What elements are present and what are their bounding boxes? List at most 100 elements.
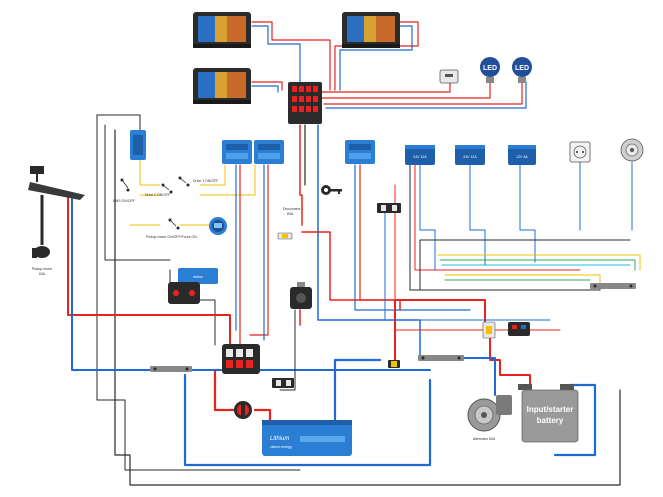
drive2-switch-label: Drive 2 ON/OFF — [145, 193, 170, 197]
wire-conv1-blue — [419, 164, 436, 271]
wire-fuse-red — [299, 124, 303, 226]
shunt-1 — [377, 203, 401, 213]
converter-24v-2: 24V 12A — [455, 145, 485, 165]
wire-red-to-alt — [394, 299, 486, 366]
smart-bms — [130, 130, 146, 160]
wire-bus-yellow — [437, 254, 641, 271]
wire-motor-blue — [71, 194, 151, 371]
wire-plotter2-red — [334, 21, 419, 91]
shunt-2 — [272, 378, 294, 388]
converter-24v-1: 24V 12A — [405, 145, 435, 165]
wire-bus-yellow2 — [444, 274, 601, 286]
busbar-left — [150, 366, 192, 372]
trolling-motor — [28, 166, 85, 258]
chartplotter-1 — [193, 12, 251, 48]
led-2-label: LED — [515, 65, 529, 72]
wire-bus-black-bottom — [419, 239, 631, 291]
wire-black-left-1 — [96, 114, 141, 131]
shore-connector — [620, 138, 644, 162]
wire-right-black — [409, 164, 601, 291]
lithium-battery-label: Lithium — [270, 436, 289, 442]
wire-blue-lithium — [333, 358, 382, 427]
wire-yellow-1 — [139, 159, 226, 186]
starter-battery: Input/starter battery — [518, 384, 579, 443]
dc-dc-converter-1 — [222, 140, 252, 164]
wire-plotter1-blue — [251, 25, 301, 89]
drive2-switch — [161, 183, 173, 194]
trolling-motor-label-2: 60A — [39, 272, 46, 276]
lithium-brand-label: victron energy — [270, 445, 292, 449]
chartplotter-2 — [342, 12, 400, 48]
key-icon — [321, 185, 342, 195]
victron-logo-label: victron — [193, 275, 203, 279]
wire-plotter1-red — [251, 21, 331, 91]
wire-blue-lower — [183, 373, 432, 467]
wire-black-main — [114, 129, 621, 486]
bms-switch-label: BMS ON/OFF — [113, 199, 135, 203]
pickup-switch-label: Pickup motor ON/OFF/Force ON — [146, 235, 197, 239]
lithium-battery: Lithium victron energy — [262, 420, 352, 456]
led-1-label: LED — [483, 65, 497, 72]
battery-protect: victron — [178, 268, 218, 284]
dc-dc-converter-3 — [345, 140, 375, 164]
converter-24v-2-label: 24V 12A — [463, 155, 477, 159]
led-light-1: LED — [480, 57, 500, 83]
alternator — [467, 395, 512, 432]
relay-left — [168, 282, 200, 304]
inline-fuse-1 — [277, 232, 293, 240]
wire-dcdc2-red — [249, 164, 269, 336]
wire-plotter3-blue — [251, 85, 279, 93]
alternator-label: Alternator 60A — [473, 437, 496, 441]
inline-fuse-3 — [388, 360, 400, 368]
wire-motor-red — [67, 194, 231, 346]
starter-battery-label-2: battery — [537, 416, 564, 425]
pickup-switch — [168, 218, 180, 230]
busbar-right — [590, 283, 636, 289]
bms-switch — [120, 178, 130, 192]
trolling-motor-label-1: Pickup motor — [32, 267, 53, 271]
wire-usb — [319, 81, 451, 93]
wire-plotter2-blue — [339, 25, 413, 91]
converter-24v-1-label: 24V 12A — [413, 155, 427, 159]
wire-blue-starter — [553, 383, 597, 457]
wire-fuse-blue — [317, 124, 421, 359]
wire-bus-green — [439, 259, 636, 271]
relay-right — [508, 322, 530, 336]
drive1-switch-label: Drive 1 ON/OFF — [193, 179, 218, 183]
wire-led2 — [323, 81, 523, 105]
dc-dc-converter-2 — [254, 140, 284, 164]
power-socket — [569, 141, 591, 163]
wire-led2b — [325, 81, 527, 109]
converter-12v-label: 12V 5A — [516, 155, 528, 159]
wire-conv3-blue — [519, 164, 536, 263]
battery-switch — [234, 401, 252, 419]
wire-relay-black — [279, 309, 296, 391]
drive1-switch — [178, 176, 190, 187]
wire-black-left-2 — [96, 114, 301, 471]
fuse-block — [288, 82, 322, 124]
starter-battery-label-1: Input/starter — [527, 405, 574, 414]
inline-fuse-2 — [482, 321, 496, 339]
wire-led1 — [321, 81, 491, 99]
disconnect-label-2: 60A — [287, 212, 294, 216]
converter-12v: 12V 5A — [508, 145, 536, 165]
wire-red-starter — [489, 337, 531, 386]
wire-black-left-3 — [104, 124, 171, 261]
wire-thin-red-right — [394, 184, 561, 331]
wire-conv2-blue — [469, 164, 486, 266]
battery-monitor — [209, 217, 227, 235]
usb-socket — [439, 69, 459, 84]
chartplotter-3 — [193, 68, 251, 104]
wire-thin-blue-right — [384, 209, 551, 321]
disconnect-label-1: Disconnect — [283, 207, 300, 211]
wire-dcdc3-blue — [354, 164, 471, 311]
lynx-distributor — [222, 344, 260, 374]
wire-right-red — [414, 164, 581, 271]
led-light-2: LED — [512, 57, 532, 83]
wire-plotter3-red — [251, 81, 283, 91]
relay-center — [290, 282, 312, 309]
wire-disconnect-red — [301, 231, 401, 311]
wire-yellow-2 — [139, 164, 256, 196]
busbar-center — [418, 355, 464, 361]
